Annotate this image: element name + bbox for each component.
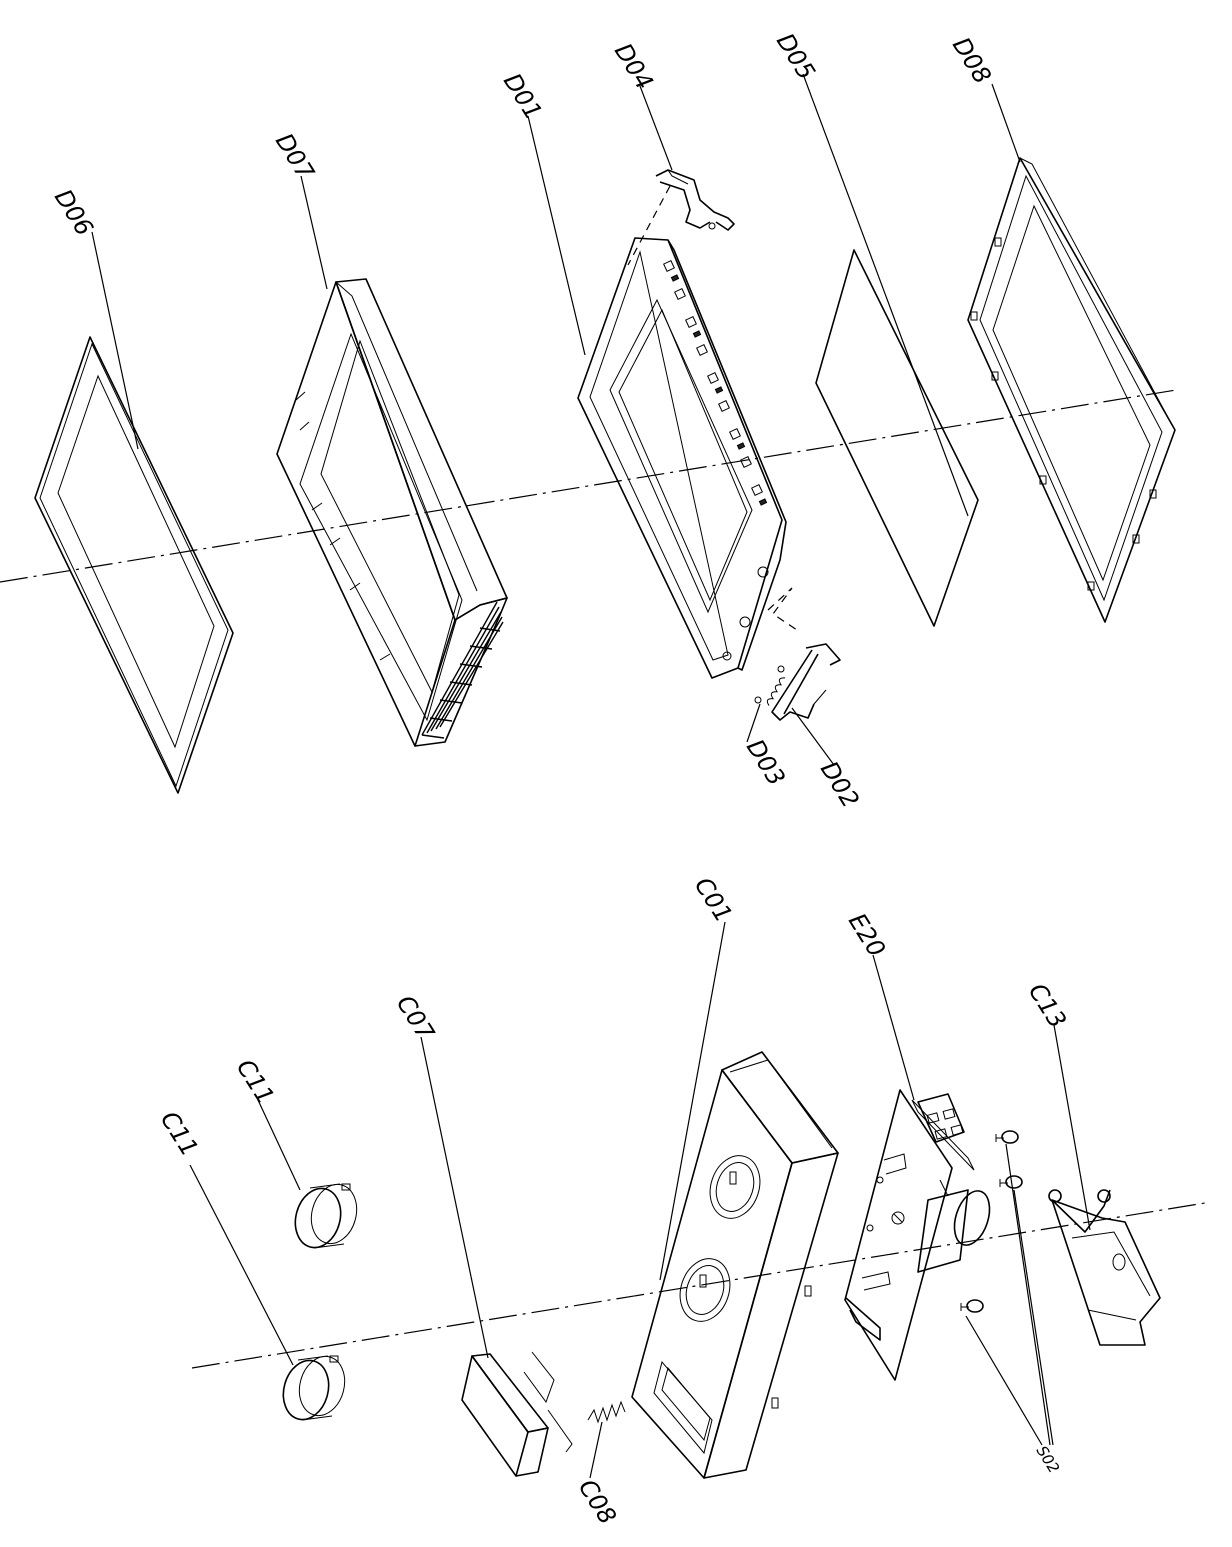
leader-d02 <box>791 707 835 766</box>
d07-vent-grille <box>421 601 504 739</box>
label-s02: S02 <box>1033 1443 1063 1477</box>
s02-screw-3 <box>960 1299 984 1313</box>
label-c08: C08 <box>573 1474 622 1529</box>
leader-c11-upper <box>257 1099 301 1191</box>
label-c11-lower: C11 <box>155 1106 204 1161</box>
label-d03: D03 <box>741 734 791 790</box>
part-d08-choke-frame <box>967 157 1176 623</box>
leader-c07 <box>420 1036 489 1359</box>
door-axis-line <box>0 389 1177 583</box>
leader-c11-lower <box>189 1164 294 1366</box>
label-d02: D02 <box>815 756 865 812</box>
leader-d01 <box>527 115 586 356</box>
part-d07-outer-door-frame <box>276 278 508 747</box>
part-c08-spring <box>587 1400 626 1424</box>
leader-d04 <box>639 85 673 171</box>
leader-d08 <box>991 83 1021 163</box>
leader-e20 <box>872 954 915 1101</box>
part-c11-knob-lower <box>282 1355 346 1421</box>
leader-s02-a <box>1005 1143 1051 1446</box>
label-d01: D01 <box>498 68 548 124</box>
label-c13: C13 <box>1023 978 1072 1033</box>
part-c13-bracket <box>1048 1189 1161 1346</box>
part-d01-inner-door-panel <box>577 237 787 679</box>
leader-d05 <box>802 73 969 517</box>
part-c07-push-button <box>461 1351 573 1477</box>
label-d04: D04 <box>609 38 659 94</box>
leader-d03 <box>746 703 761 743</box>
control-axis-line <box>191 1202 1206 1369</box>
part-d05-mica-sheet <box>815 249 979 627</box>
label-e20: E20 <box>843 908 891 962</box>
leader-c08 <box>589 1421 603 1479</box>
leader-c01 <box>659 921 726 1281</box>
d01-choke-slots <box>663 260 768 506</box>
part-d06-window-film <box>34 336 234 794</box>
leader-s02-b <box>1013 1189 1054 1446</box>
label-d05: D05 <box>771 28 821 84</box>
leader-c13 <box>1053 1024 1091 1231</box>
part-d04-upper-latch <box>655 169 735 231</box>
label-c11-upper: C11 <box>231 1054 280 1109</box>
label-d07: D07 <box>270 128 320 185</box>
part-c11-knob-upper <box>294 1183 358 1249</box>
part-c01-control-panel <box>631 1051 839 1479</box>
d04-assembly-path <box>627 185 671 266</box>
part-d03-spring <box>754 665 786 706</box>
leader-d06 <box>91 231 139 450</box>
part-d02-lower-latch <box>771 643 841 721</box>
part-e20-timer-assembly <box>844 1089 991 1381</box>
label-d06: D06 <box>49 184 99 240</box>
d02-assembly-path <box>767 587 801 633</box>
part-s02-screws <box>960 1130 1023 1313</box>
leader-s02-c <box>965 1315 1043 1446</box>
label-c01: C01 <box>689 872 738 927</box>
label-d08: D08 <box>947 32 997 88</box>
leader-d07 <box>300 175 328 290</box>
s02-screw-1 <box>995 1130 1019 1144</box>
label-c07: C07 <box>391 990 440 1046</box>
s02-screw-2 <box>999 1175 1023 1189</box>
